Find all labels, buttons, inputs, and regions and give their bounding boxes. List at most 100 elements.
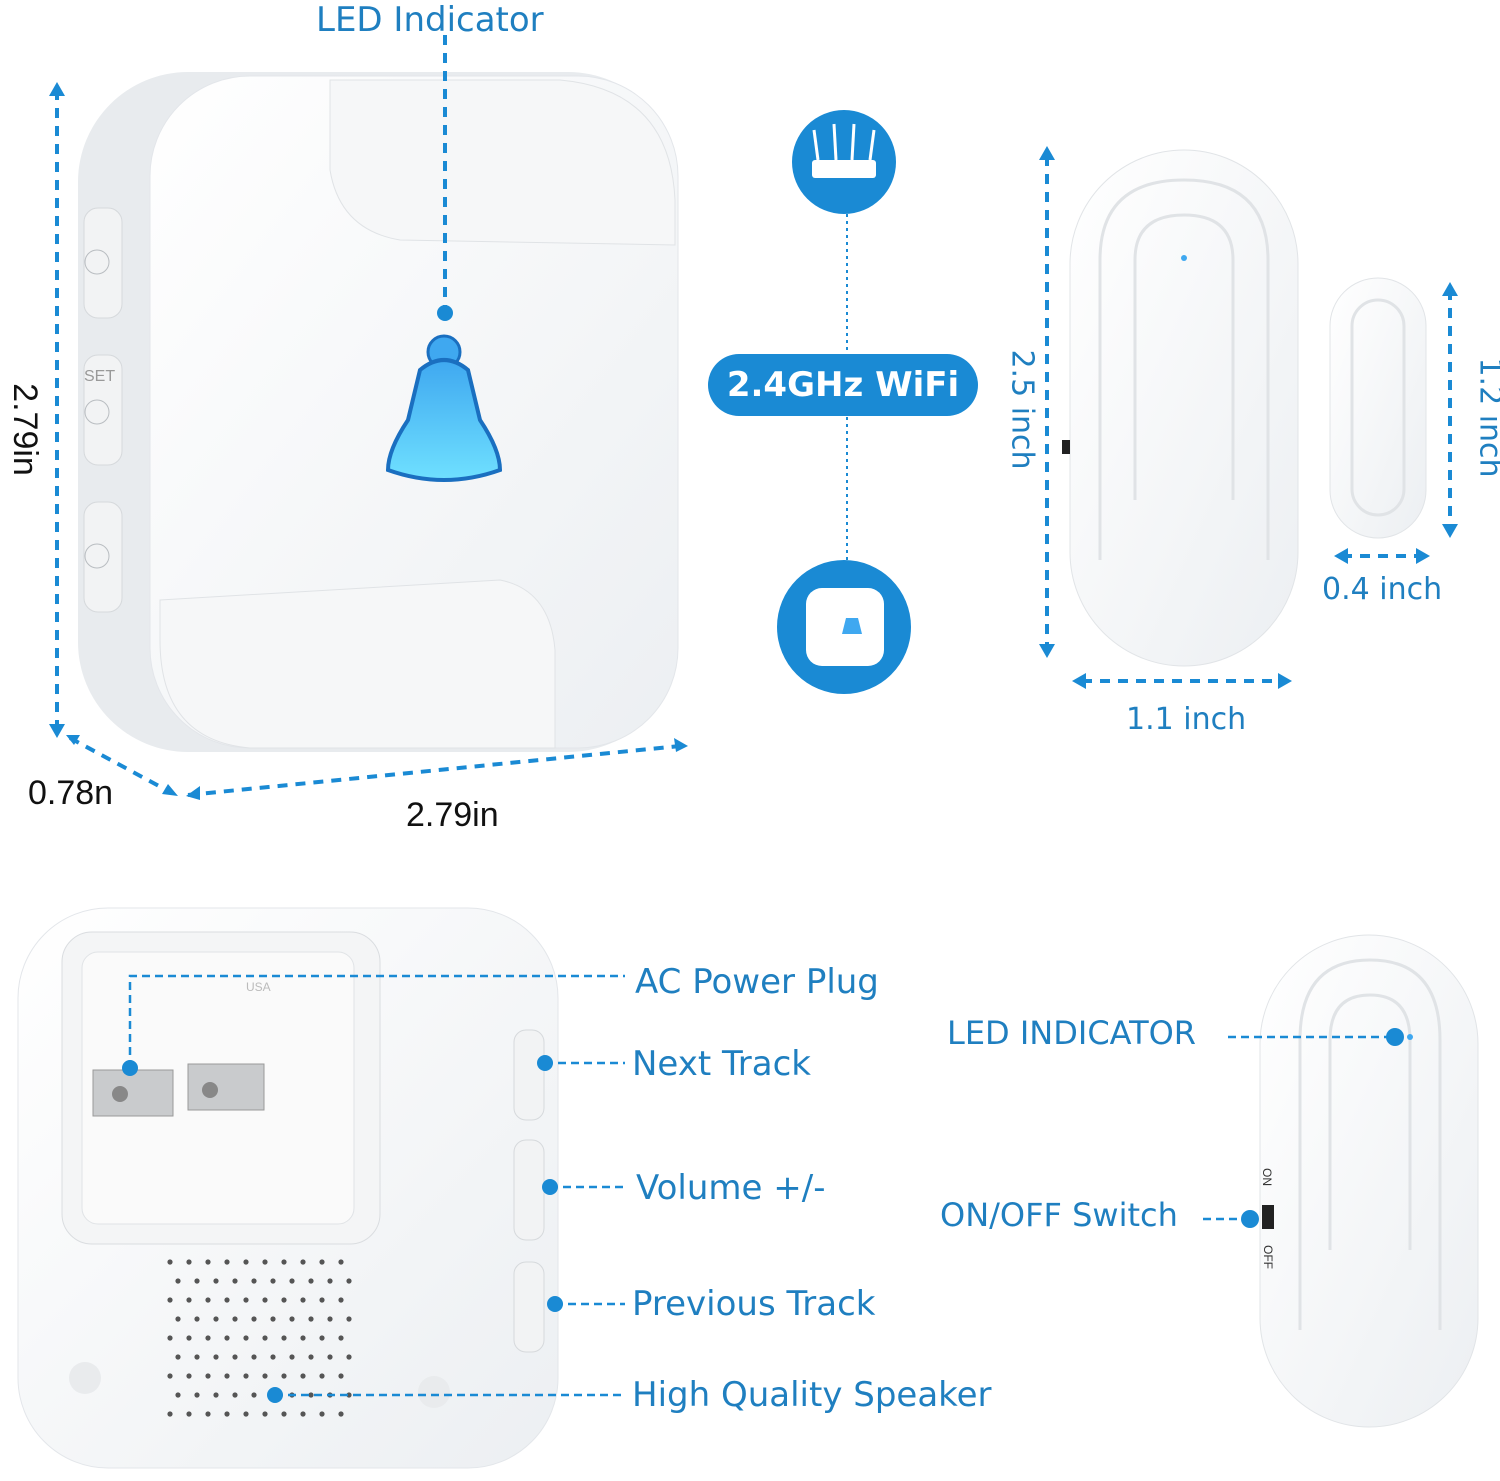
callout-previous-track: Previous Track [632, 1284, 876, 1324]
speaker-hole [175, 1392, 181, 1398]
speaker-hole [281, 1335, 287, 1341]
speaker-hole [232, 1316, 238, 1322]
speaker-hole [243, 1411, 249, 1417]
callout-ac-power-plug: AC Power Plug [635, 962, 879, 1002]
door-sensor [1062, 149, 1427, 667]
sensor-led-label: LED INDICATOR [947, 1014, 1197, 1052]
speaker-hole [319, 1411, 325, 1417]
speaker-hole [346, 1392, 352, 1398]
led-indicator-label: LED Indicator [316, 0, 544, 40]
speaker-hole [308, 1278, 314, 1284]
speaker-hole [175, 1278, 181, 1284]
speaker-hole [262, 1373, 268, 1379]
speaker-hole [262, 1297, 268, 1303]
speaker-hole [232, 1278, 238, 1284]
speaker-hole [224, 1411, 230, 1417]
switch-off-label: OFF [1261, 1245, 1275, 1269]
callout-speaker: High Quality Speaker [632, 1375, 992, 1415]
speaker-hole [327, 1354, 333, 1360]
sensor-height-dimension: 2.5 inch [1004, 349, 1040, 470]
plug-prong-icon [92, 1069, 174, 1117]
speaker-hole [232, 1354, 238, 1360]
speaker-hole [213, 1316, 219, 1322]
speaker-hole [251, 1354, 257, 1360]
speaker-hole [167, 1411, 173, 1417]
magnet-width-dimension: 0.4 inch [1322, 572, 1443, 607]
speaker-hole [327, 1316, 333, 1322]
speaker-hole [300, 1259, 306, 1265]
plug-prong-icon [187, 1063, 265, 1111]
speaker-hole [213, 1354, 219, 1360]
speaker-hole [319, 1373, 325, 1379]
speaker-hole [232, 1392, 238, 1398]
speaker-hole [300, 1373, 306, 1379]
speaker-hole [262, 1335, 268, 1341]
width-dimension: 2.79in [406, 796, 499, 834]
speaker-hole [308, 1392, 314, 1398]
speaker-hole [194, 1392, 200, 1398]
speaker-hole [205, 1259, 211, 1265]
speaker-hole [194, 1316, 200, 1322]
speaker-hole [167, 1335, 173, 1341]
speaker-grille [167, 1259, 352, 1417]
speaker-hole [205, 1335, 211, 1341]
speaker-hole [319, 1297, 325, 1303]
on-off-switch [1262, 1205, 1274, 1229]
speaker-hole [251, 1316, 257, 1322]
door-sensor-side [1259, 934, 1479, 1428]
wifi-badge: 2.4GHz WiFi [708, 354, 978, 416]
callout-volume: Volume +/- [636, 1168, 826, 1208]
speaker-hole [251, 1278, 257, 1284]
speaker-hole [205, 1373, 211, 1379]
speaker-hole [243, 1335, 249, 1341]
switch-on-label: ON [1260, 1168, 1274, 1186]
speaker-hole [281, 1297, 287, 1303]
speaker-hole [186, 1297, 192, 1303]
speaker-hole [186, 1259, 192, 1265]
speaker-hole [213, 1278, 219, 1284]
speaker-hole [270, 1278, 276, 1284]
speaker-hole [346, 1316, 352, 1322]
speaker-hole [346, 1354, 352, 1360]
depth-dimension: 0.78n [28, 774, 114, 812]
speaker-hole [194, 1278, 200, 1284]
speaker-hole [243, 1259, 249, 1265]
speaker-hole [281, 1411, 287, 1417]
speaker-hole [308, 1354, 314, 1360]
speaker-hole [175, 1316, 181, 1322]
speaker-hole [300, 1335, 306, 1341]
speaker-hole [338, 1297, 344, 1303]
speaker-hole [224, 1259, 230, 1265]
speaker-hole [338, 1259, 344, 1265]
speaker-hole [167, 1297, 173, 1303]
speaker-hole [186, 1411, 192, 1417]
speaker-hole [224, 1373, 230, 1379]
sensor-switch-label: ON/OFF Switch [940, 1196, 1178, 1234]
plug-mark: USA [246, 980, 271, 994]
speaker-hole [186, 1335, 192, 1341]
speaker-hole [205, 1411, 211, 1417]
speaker-hole [281, 1259, 287, 1265]
speaker-hole [270, 1316, 276, 1322]
speaker-hole [167, 1373, 173, 1379]
speaker-hole [289, 1354, 295, 1360]
speaker-hole [262, 1259, 268, 1265]
speaker-hole [289, 1316, 295, 1322]
dimension-lines [55, 35, 681, 797]
speaker-hole [300, 1411, 306, 1417]
speaker-hole [224, 1297, 230, 1303]
speaker-hole [186, 1373, 192, 1379]
speaker-hole [319, 1335, 325, 1341]
set-button-label: SET [84, 368, 116, 385]
speaker-hole [338, 1335, 344, 1341]
speaker-hole [308, 1316, 314, 1322]
sensor-width-dimension: 1.1 inch [1126, 702, 1247, 737]
speaker-hole [243, 1373, 249, 1379]
speaker-hole [300, 1297, 306, 1303]
callout-next-track: Next Track [632, 1044, 811, 1084]
chime-receiver [78, 72, 679, 752]
speaker-hole [270, 1354, 276, 1360]
speaker-hole [251, 1392, 257, 1398]
speaker-hole [346, 1278, 352, 1284]
